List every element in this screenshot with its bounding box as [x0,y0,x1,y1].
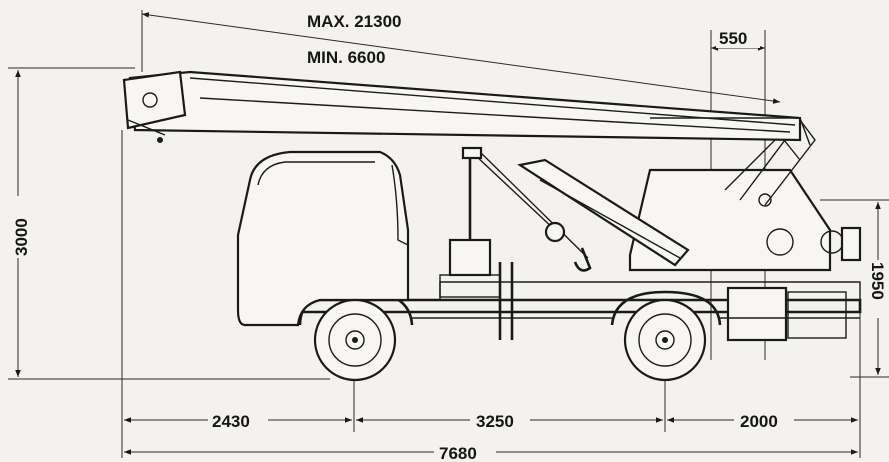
total-length-label: 7680 [439,444,477,462]
boom-max-label: MAX. 21300 [307,12,402,31]
front-overhang-label: 2430 [212,412,250,431]
wheelbase-label: 3250 [476,412,514,431]
total-height-label: 3000 [12,218,31,256]
dimension-labels: MAX. 21300 MIN. 6600 550 3000 1950 2430 … [8,8,889,462]
rear-overhang-label: 2000 [740,412,778,431]
hook-block [461,146,592,272]
crane-turret [439,118,862,298]
rear-height-label: 1950 [868,262,887,300]
rear-wheel [623,298,707,382]
front-wheel [313,298,397,382]
luffing-cylinder [517,158,690,267]
telescopic-boom [122,70,811,146]
truck-cab [236,150,410,327]
offset-label: 550 [719,29,747,48]
boom-min-label: MIN. 6600 [307,48,385,67]
